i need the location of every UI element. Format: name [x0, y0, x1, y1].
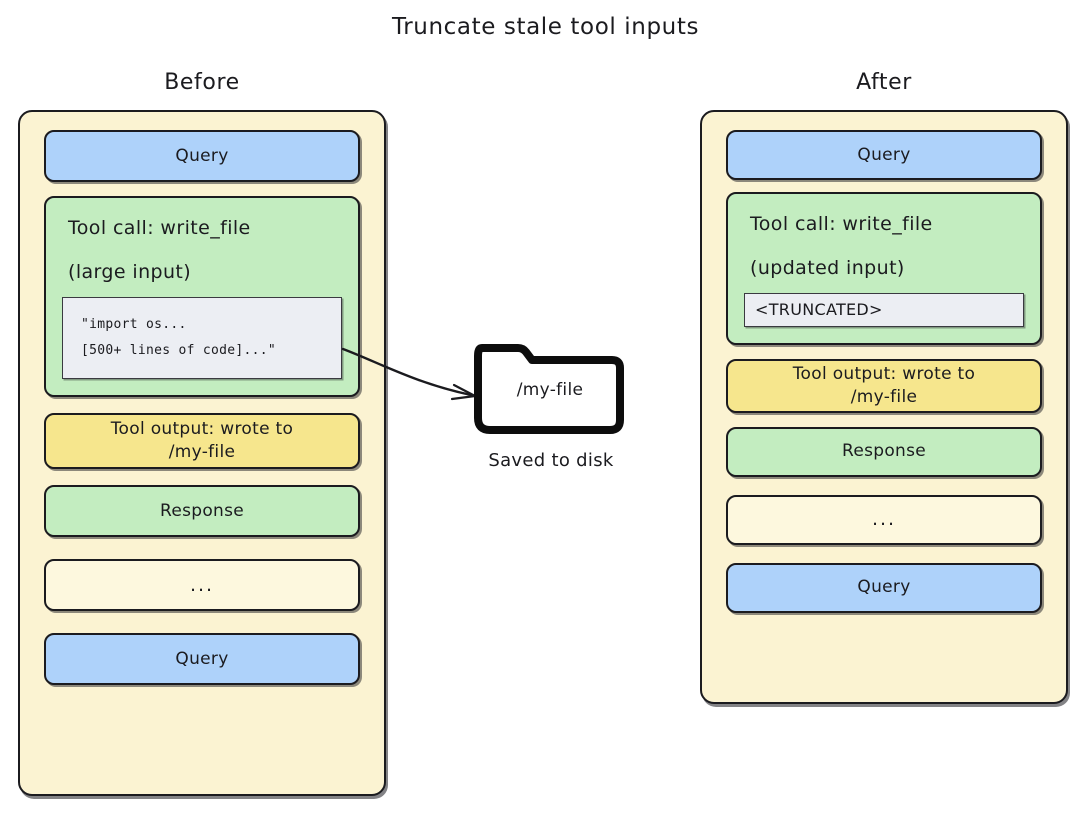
tool-call-subtitle: (updated input): [750, 256, 905, 279]
folder-icon: [474, 344, 624, 434]
message-label: Response: [841, 441, 927, 462]
conversation-container-after: Query Tool call: write_file (updated inp…: [700, 110, 1068, 704]
code-panel-large-input: "import os... [500+ lines of code]...": [62, 297, 342, 380]
message-label: Query: [857, 577, 911, 598]
message-label: Query: [175, 648, 229, 669]
folder-group: /my-file Saved to disk: [470, 332, 650, 472]
tool-output-line-2: /my-file: [168, 442, 236, 463]
code-line: [500+ lines of code]...": [81, 343, 277, 359]
tool-output-line-1: Tool output: wrote to: [792, 363, 976, 384]
message-block-query-top[interactable]: Query: [44, 130, 360, 182]
message-block-ellipsis[interactable]: ...: [44, 559, 360, 612]
tool-call-subtitle: (large input): [68, 260, 192, 283]
message-label: Query: [857, 144, 911, 165]
message-block-query-top[interactable]: Query: [726, 130, 1042, 180]
tool-call-title: Tool call: write_file: [750, 213, 933, 235]
column-heading-before: Before: [164, 70, 240, 95]
message-block-response[interactable]: Response: [44, 485, 360, 538]
code-line: "import os...: [81, 317, 187, 333]
tool-output-line-1: Tool output: wrote to: [110, 419, 294, 440]
folder-inner-label: /my-file: [516, 380, 584, 400]
folder-caption: Saved to disk: [488, 450, 614, 471]
page-title: Truncate stale tool inputs: [391, 14, 700, 40]
ellipsis-label: ...: [871, 508, 897, 531]
message-block-tool-call[interactable]: Tool call: write_file (updated input) <T…: [726, 192, 1042, 345]
message-block-tool-output[interactable]: Tool output: wrote to /my-file: [44, 413, 360, 470]
message-block-tool-output[interactable]: Tool output: wrote to /my-file: [726, 358, 1042, 413]
tool-call-title: Tool call: write_file: [68, 217, 251, 239]
ellipsis-label: ...: [189, 573, 215, 596]
code-panel-truncated: <TRUNCATED>: [744, 293, 1024, 327]
message-block-query-bottom[interactable]: Query: [726, 562, 1042, 613]
message-label: Response: [159, 500, 245, 521]
message-label: Query: [175, 145, 229, 166]
conversation-container-before: Query Tool call: write_file (large input…: [18, 110, 386, 796]
column-heading-after: After: [856, 70, 912, 95]
message-block-ellipsis[interactable]: ...: [726, 494, 1042, 545]
message-block-tool-call[interactable]: Tool call: write_file (large input) "imp…: [44, 196, 360, 398]
message-block-response[interactable]: Response: [726, 426, 1042, 477]
tool-output-line-2: /my-file: [850, 386, 918, 407]
message-block-query-bottom[interactable]: Query: [44, 633, 360, 686]
